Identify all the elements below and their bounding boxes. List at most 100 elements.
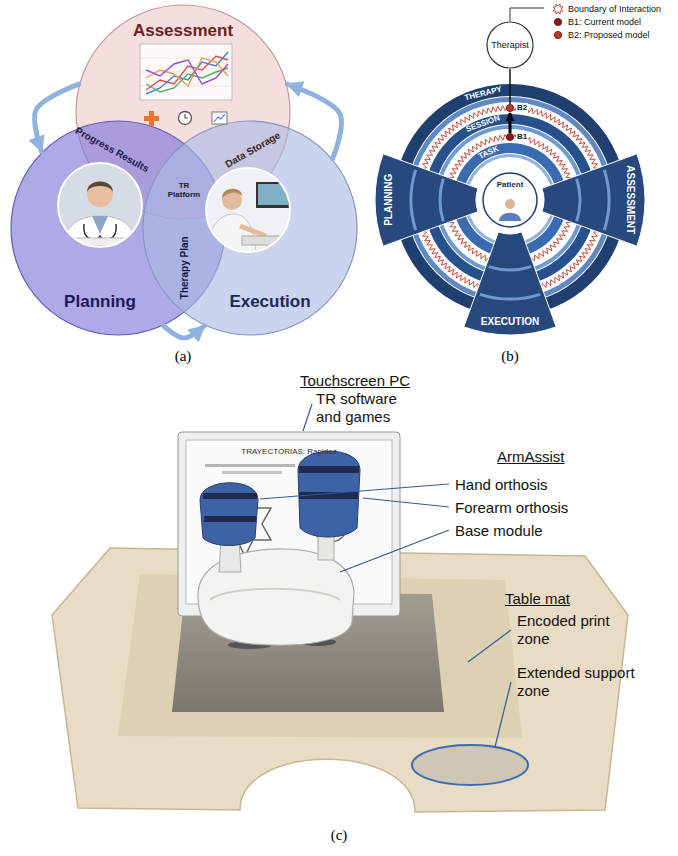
drawing-part (185, 114, 188, 118)
patient-figure (499, 213, 521, 221)
legend-item: B2: Proposed model (552, 29, 650, 41)
drawing-part (208, 214, 256, 252)
screen-title: TRAYECTORIAS: Rapidez (241, 447, 336, 456)
drawing-part (179, 112, 192, 125)
leader-line (340, 530, 449, 572)
interaction-line (509, 69, 511, 104)
drawing-part (144, 116, 159, 121)
execution-wedge: EXECUTION (461, 229, 559, 337)
circle-outline (487, 22, 533, 68)
boundary-label: B1 (516, 132, 528, 141)
drawing-part (62, 216, 138, 250)
legend-link-line (510, 8, 544, 21)
chart-lines (146, 52, 228, 94)
platform-label: TR Platform (162, 181, 206, 199)
dot-sample (554, 18, 561, 25)
node-label: Patient (497, 180, 524, 189)
drawing-part (58, 163, 142, 247)
legend-item: Boundary of Interaction (552, 3, 661, 15)
intersection-label: Progress Results (73, 125, 151, 175)
node-label: ASSESSMENT (624, 166, 636, 235)
drawing-part (206, 168, 290, 252)
node-label: Planning (64, 292, 136, 312)
drawing-part (222, 189, 242, 198)
panel-label: (a) (175, 348, 192, 365)
drawing-part (214, 114, 225, 122)
node-label: Execution (229, 292, 310, 312)
leader-line (260, 484, 449, 499)
intersection-label: Therapy Plan (178, 237, 190, 300)
wedge-slit (439, 178, 445, 221)
drawing-part (146, 60, 228, 84)
part-heading: ArmAssist (497, 448, 565, 465)
cycle-arrow (164, 326, 205, 338)
boundary-dot (506, 133, 513, 140)
assessment-icons (144, 111, 227, 126)
wedge-shape (464, 232, 556, 335)
drawing-part (87, 181, 113, 207)
drawing-part (146, 56, 228, 90)
wedge-slit (410, 169, 418, 230)
leader-line (363, 498, 449, 507)
drawing-part (140, 86, 232, 87)
leader-line (303, 404, 312, 431)
patient-circle: Patient (482, 172, 538, 228)
leader-line (468, 630, 511, 662)
wedge-slit (479, 293, 540, 301)
wedge-slit (603, 169, 611, 230)
photo-frame (206, 168, 290, 252)
wedge-slit (488, 265, 531, 271)
orthosis-strap (299, 466, 359, 473)
dot-sample (554, 31, 561, 38)
wedge-slit (575, 178, 581, 221)
screen-text-line (205, 464, 295, 467)
patient-circle-shape (482, 172, 538, 228)
part-label: Forearm orthosis (455, 499, 568, 516)
therapist-circle: Therapist (486, 21, 534, 69)
patient-photo (206, 168, 290, 252)
boundary-label: B2 (516, 103, 528, 112)
legend-sample (552, 29, 564, 41)
panel-label: (b) (501, 348, 519, 365)
leader-line (495, 682, 511, 747)
boundary-shift-arrow (509, 113, 512, 133)
cycle-arrow (287, 84, 341, 159)
part-label: Extended support zone (517, 664, 642, 700)
circle-outline (76, 5, 290, 219)
planning-wedge: PLANNING (373, 151, 481, 249)
part-label: Hand orthosis (455, 476, 548, 493)
hand-orthosis (200, 483, 258, 546)
wedge-shape (375, 154, 478, 246)
legend-sample (552, 3, 564, 15)
intersection-label: Data Storage (223, 130, 282, 171)
wedge-shape (542, 154, 645, 246)
panel-label: (c) (331, 827, 348, 844)
part-label: Base module (455, 522, 543, 539)
drawing-part (256, 182, 290, 208)
legend-item: B1: Current model (552, 16, 641, 28)
progress-chart (140, 44, 232, 100)
patient-figure (505, 199, 515, 209)
drawing-part (92, 216, 108, 234)
part-label: Encoded print zone (517, 612, 617, 648)
support-zone-outline (412, 745, 528, 785)
node-label: EXECUTION (481, 316, 539, 328)
orthosis-strap (203, 493, 257, 499)
assessment-wedge: ASSESSMENT (539, 151, 647, 249)
ring-band (464, 154, 556, 246)
part-heading: Touchscreen PC (300, 372, 410, 389)
boundary-sample (553, 4, 563, 14)
drawing-part (146, 52, 228, 94)
orthosis-strap (204, 516, 256, 522)
legend-text: Boundary of Interaction (568, 3, 661, 15)
legend-text: B2: Proposed model (568, 29, 650, 41)
part-heading: Table mat (505, 590, 570, 607)
screen-text-line (222, 471, 282, 474)
drawing-part (140, 58, 232, 59)
drawing-part (87, 182, 113, 193)
photo-frame (58, 163, 142, 247)
base-module-seam (210, 589, 340, 600)
